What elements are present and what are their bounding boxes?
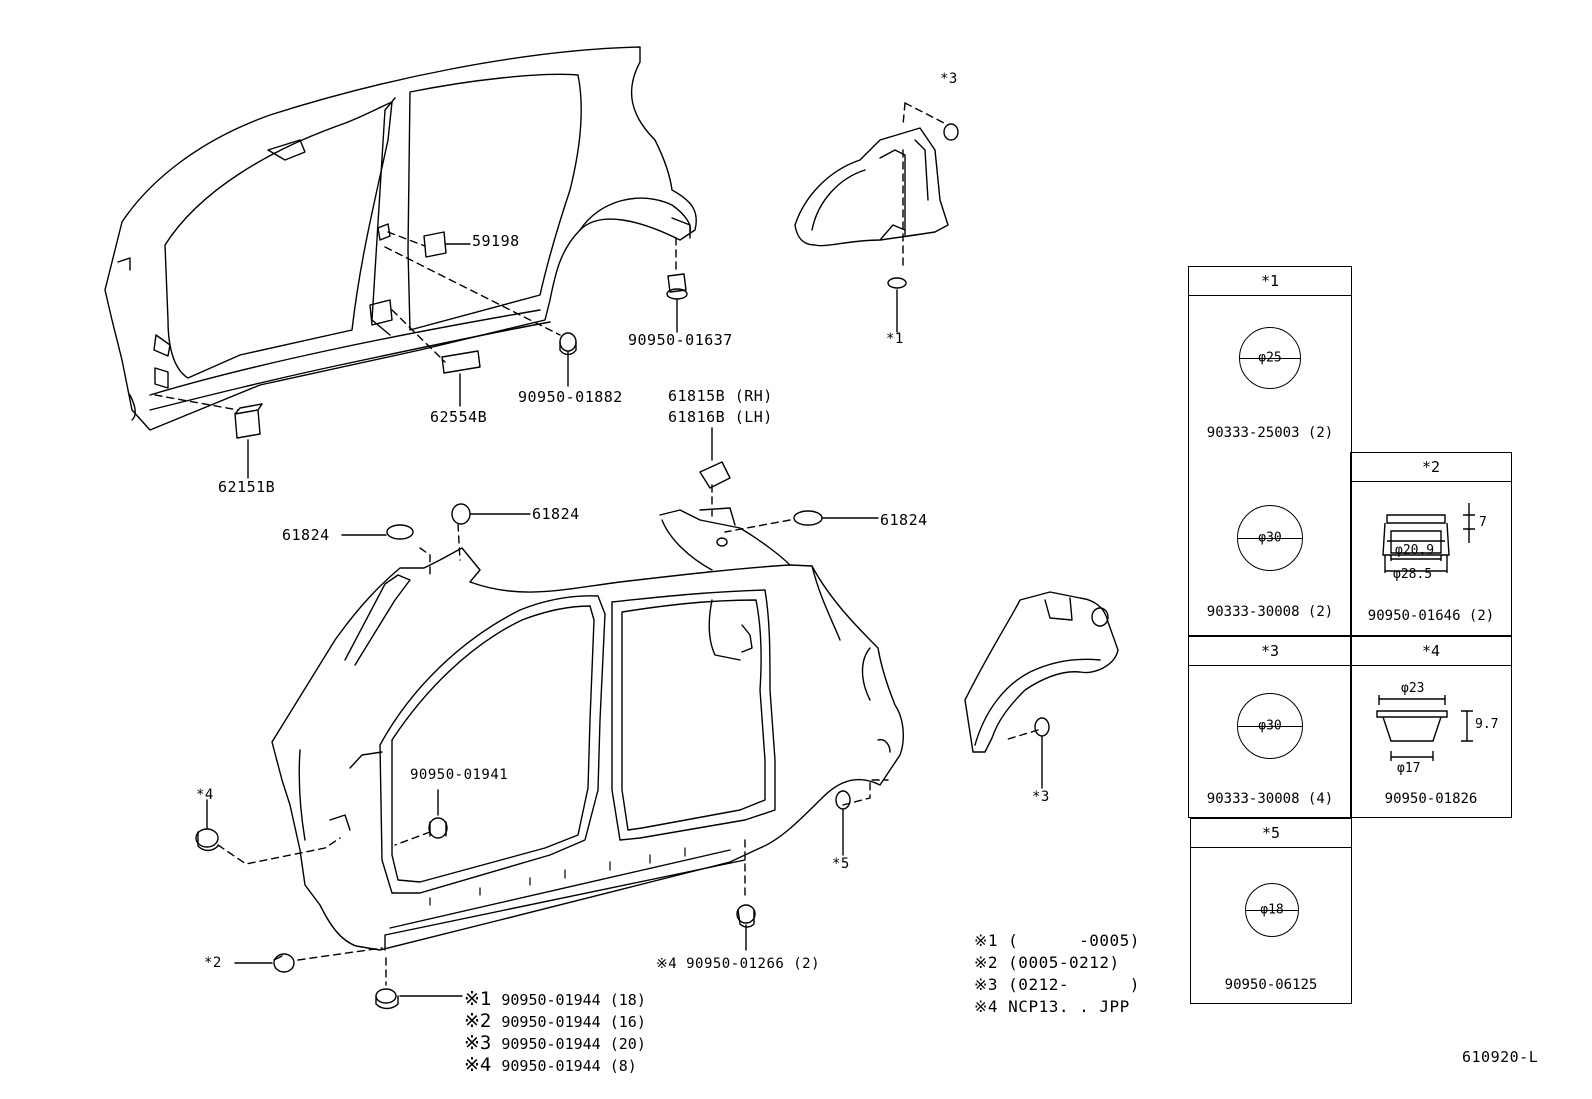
part-code: 90333-30008 (4): [1206, 791, 1334, 807]
leader-lines-lower: [206, 427, 1043, 997]
part-code: 90950-01826: [1384, 791, 1478, 807]
leader-lines-upper: [247, 243, 898, 479]
outer-side-panel: [271, 507, 904, 951]
label-90950-01941: 90950-01941: [410, 767, 509, 783]
part-code: 90950-01646 (2): [1367, 608, 1495, 624]
label-62151b: 62151B: [218, 478, 276, 496]
label-61824-mid: 61824: [532, 505, 580, 523]
plug-diameter-icon: φ18: [1245, 883, 1299, 937]
label-61816b-lh: 61816B (LH): [668, 408, 773, 426]
label-59198: 59198: [472, 232, 520, 250]
plug-diameter-icon: φ25: [1239, 327, 1301, 389]
label-star3-mid: *3: [1032, 789, 1050, 805]
legend-box-4: *4 φ23 9.7 φ17 90950-01826: [1350, 636, 1512, 818]
dim-bottom-diameter: φ17: [1397, 761, 1421, 776]
plug-diameter-icon: φ30: [1237, 693, 1303, 759]
leaders-upper: [154, 102, 949, 411]
note-line: ※4 NCP13. . JPP: [974, 997, 1130, 1016]
dim-top-diameter: φ23: [1401, 681, 1425, 696]
label-star3-top: *3: [940, 71, 958, 87]
leaders-lower: [217, 484, 1039, 986]
legend-box-header: *3: [1189, 637, 1351, 666]
label-61824-left: 61824: [282, 526, 330, 544]
legend-box-header: *1: [1189, 267, 1351, 296]
grommet-profile-icon: [1382, 503, 1475, 573]
label-61824-right: 61824: [880, 511, 928, 529]
legend-box-header: *2: [1351, 453, 1511, 482]
rear-wheel-house-inner: [794, 127, 949, 247]
note-line: ※1 ( -0005): [974, 931, 1140, 950]
label-90950-01637: 90950-01637: [628, 331, 733, 349]
dim-height: 7: [1479, 515, 1487, 530]
legend-box-3: *3 φ30 90333-30008 (4): [1188, 636, 1352, 818]
label-star2: *2: [204, 955, 222, 971]
label-star5: *5: [832, 856, 850, 872]
label-61815b-rh: 61815B (RH): [668, 387, 773, 405]
lower-small-parts: [195, 461, 1050, 1010]
label-62554b: 62554B: [430, 408, 488, 426]
legend-box-header: *4: [1351, 637, 1511, 666]
inner-side-panel: [104, 46, 697, 431]
note-line: ※3 (0212- ): [974, 975, 1140, 994]
label-90950-01266: ※4 90950-01266 (2): [656, 956, 821, 972]
plug-diameter-icon: φ30: [1237, 505, 1303, 571]
figure-number: 610920-L: [1462, 1048, 1539, 1066]
upper-small-parts: [234, 123, 959, 439]
dim-inner-diameter: φ20.9: [1395, 543, 1435, 558]
legend-box-1: *1 φ25 90333-25003 (2) φ30 90333-30008 (…: [1188, 266, 1352, 636]
label-star4: *4: [196, 787, 214, 803]
label-90950-01882: 90950-01882: [518, 388, 623, 406]
rocker-ticks: [429, 847, 686, 906]
part-code: 90333-25003 (2): [1206, 425, 1334, 441]
note-line: ※2 (0005-0212): [974, 953, 1120, 972]
part-code: 90333-30008 (2): [1206, 604, 1334, 620]
legend-box-5: *5 φ18 90950-06125: [1190, 818, 1352, 1004]
grommet-profile-icon: [1376, 695, 1473, 761]
rear-wheel-arch-outer: [964, 591, 1119, 753]
dim-height: 9.7: [1475, 717, 1499, 732]
legend-box-header: *5: [1191, 819, 1351, 848]
dim-outer-diameter: φ28.5: [1393, 567, 1433, 582]
part-code: 90950-06125: [1224, 977, 1318, 993]
label-star1: *1: [886, 331, 904, 347]
legend-box-2: *2 7 φ20.9 φ28.5 90950-01646 (2): [1350, 452, 1512, 636]
